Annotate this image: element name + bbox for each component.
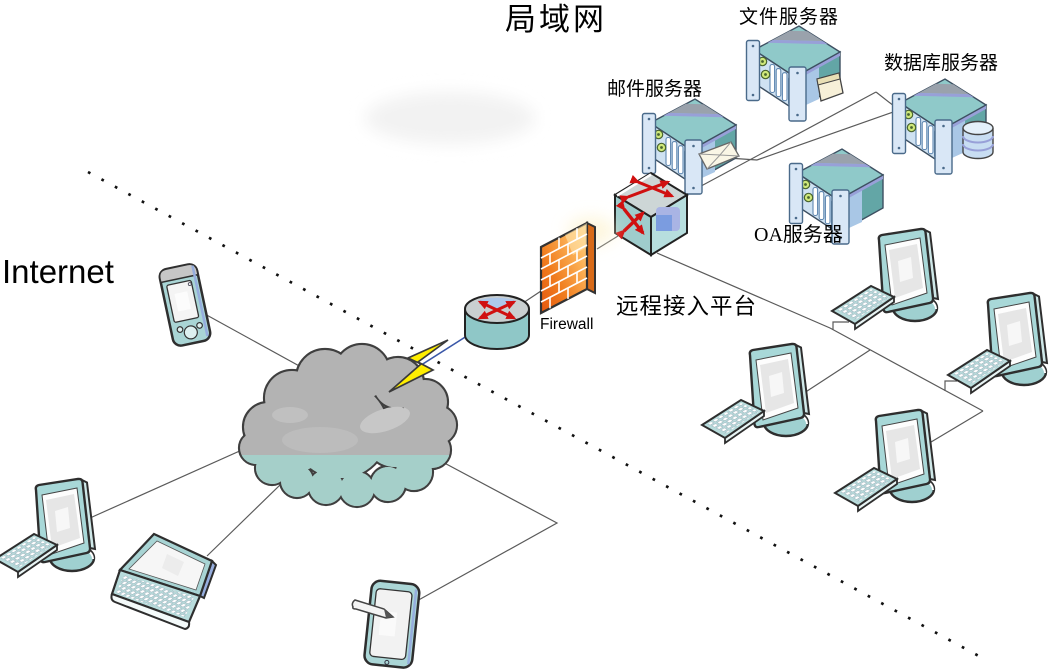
desktop-left-icon (0, 477, 97, 578)
db-server-label: 数据库服务器 (884, 53, 999, 74)
pda-icon (157, 261, 213, 349)
desktop-2-icon (947, 291, 1049, 394)
lightning-bolt-icon (388, 339, 449, 393)
laptop-icon (110, 532, 218, 631)
internet-lan-boundary-dotted-line (87, 170, 989, 663)
router-icon (465, 295, 529, 349)
lan-title: 局域网 (505, 2, 607, 37)
firewall-label: Firewall (540, 316, 594, 333)
firewall-icon (541, 217, 615, 313)
internet-cloud (236, 340, 462, 510)
desktop-4-icon (834, 408, 937, 512)
internet-label: Internet (2, 253, 114, 290)
mail-server-label: 邮件服务器 (607, 79, 703, 100)
oa-server-label: OA服务器 (754, 224, 843, 246)
switch-icon (615, 173, 687, 255)
background-smudge (365, 92, 535, 144)
file-server-label: 文件服务器 (739, 7, 840, 28)
desktop-3-icon (701, 342, 811, 444)
remote-platform-label: 远程接入平台 (616, 294, 758, 319)
tablet-icon (351, 578, 422, 670)
db-server-icon (891, 78, 994, 175)
file-server-icon (745, 25, 844, 122)
